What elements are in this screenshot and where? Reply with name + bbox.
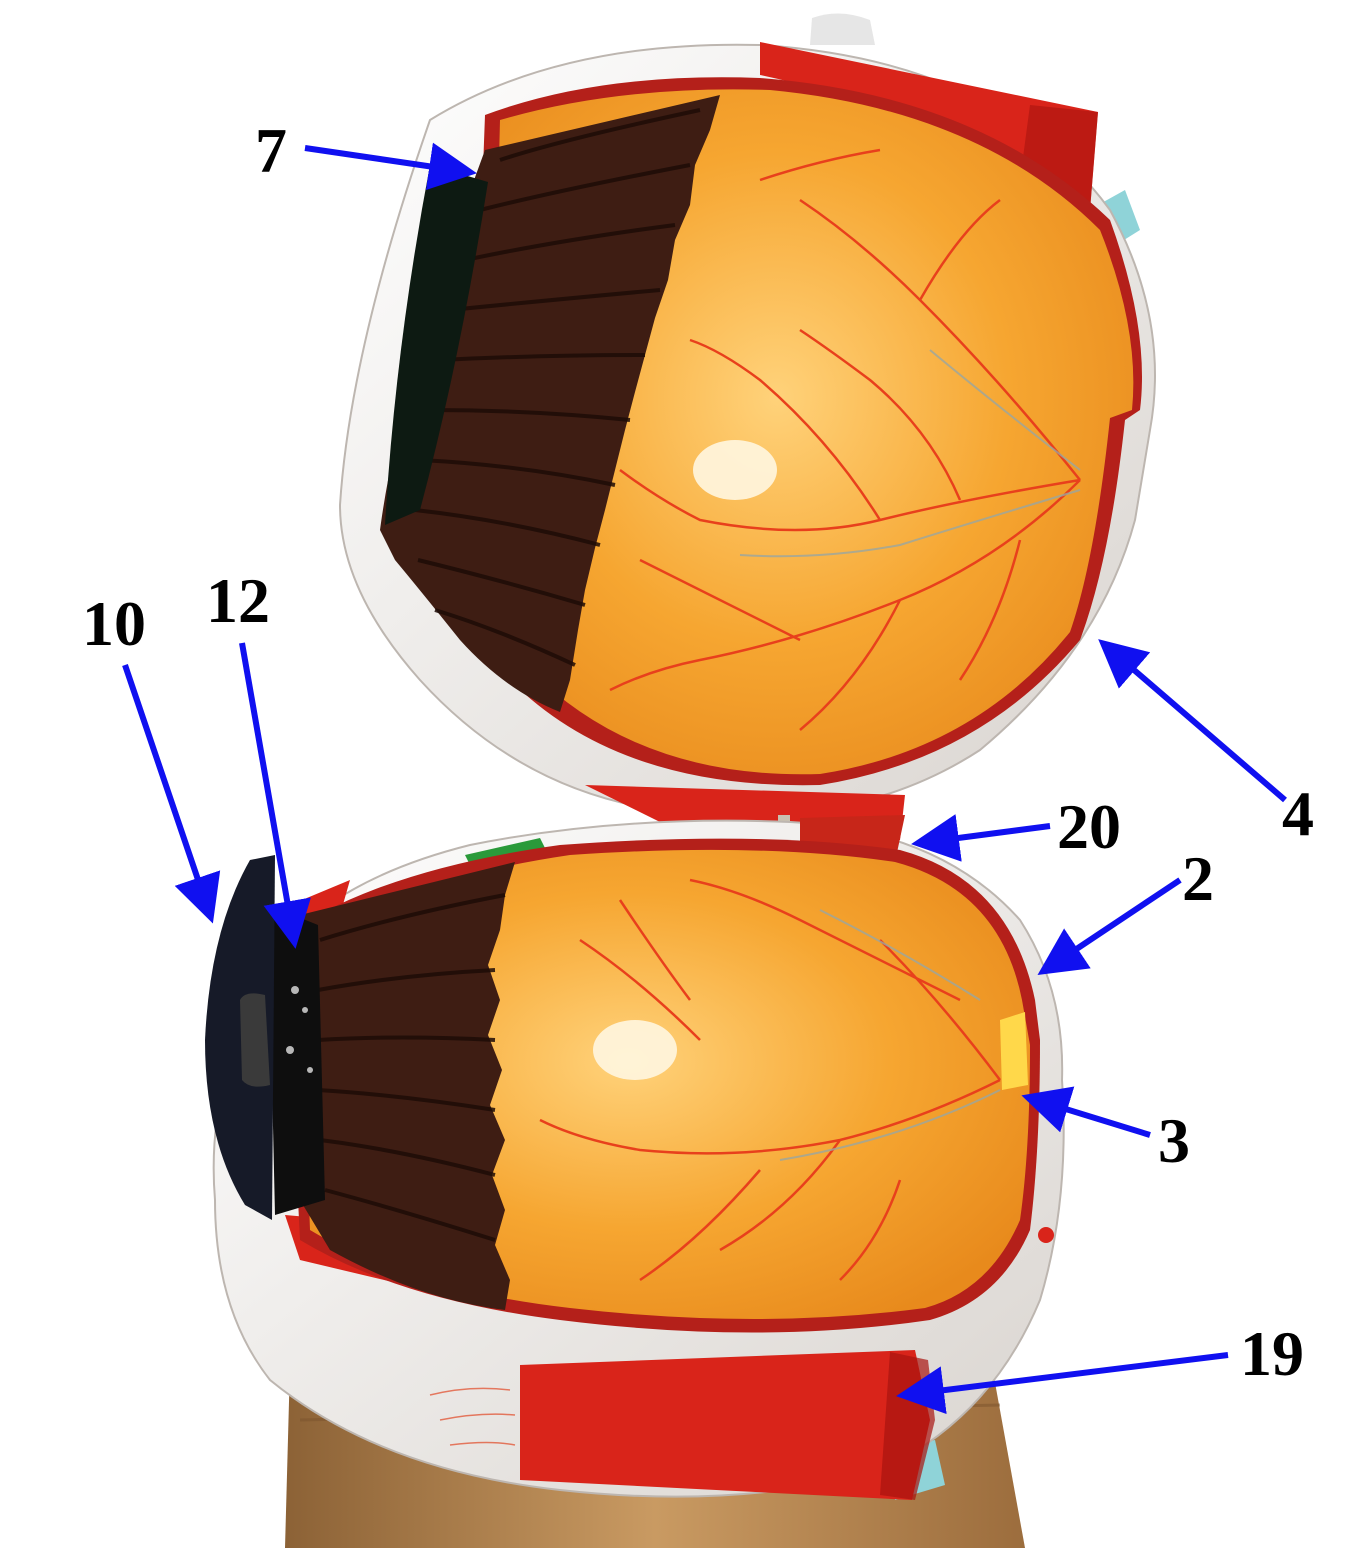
arrow-7: [304, 142, 477, 191]
arrow-3: [1021, 1086, 1151, 1138]
label-7: 7: [255, 115, 287, 186]
arrow-12: [239, 642, 311, 949]
upper-eye-half: [338, 13, 1156, 850]
retinal-vessels-upper: [609, 148, 1081, 731]
label-12: 12: [206, 565, 270, 636]
ciliary-body-lower: [300, 862, 515, 1310]
lens-edge-upper: [385, 165, 488, 525]
label-10: 10: [82, 588, 146, 659]
arrow-19: [896, 1352, 1229, 1415]
lateral-rectus-muscle: [520, 1350, 930, 1500]
lens-lower: [268, 905, 325, 1215]
retinal-vessels-lower: [539, 878, 1001, 1282]
arrow-20: [911, 814, 1051, 862]
lower-eye-half: [205, 815, 1065, 1500]
label-4: 4: [1282, 778, 1314, 849]
upper-nerve-stub: [810, 13, 875, 45]
callouts: 7 10 12 20 2 4 3 19: [82, 115, 1314, 1415]
macula-spot: [1000, 1012, 1028, 1090]
label-2: 2: [1182, 843, 1214, 914]
label-3: 3: [1158, 1105, 1190, 1176]
arrow-2: [1037, 877, 1182, 975]
arrow-4: [1098, 639, 1287, 803]
label-20: 20: [1057, 791, 1121, 862]
arrow-10: [122, 664, 221, 924]
label-19: 19: [1240, 1318, 1304, 1389]
cornea: [205, 855, 275, 1220]
